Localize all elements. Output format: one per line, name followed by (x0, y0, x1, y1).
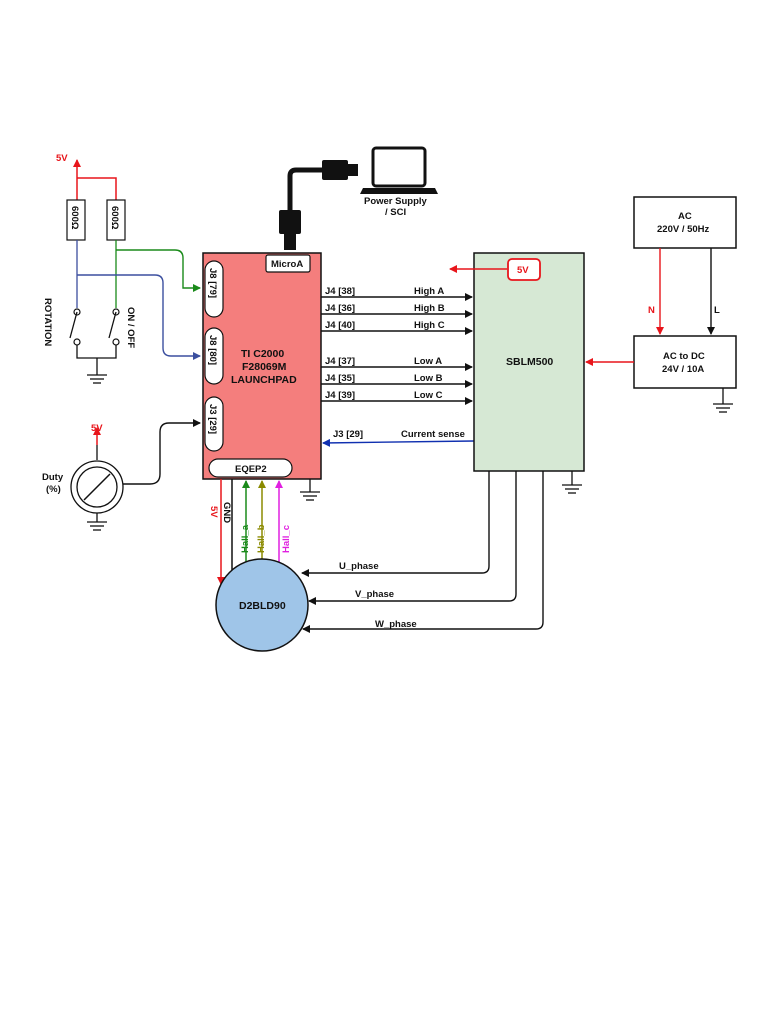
resistor-2-label: 600Ω (109, 206, 120, 230)
current-sense-wire (322, 438, 475, 447)
resistor-1: 600Ω (66, 199, 86, 241)
pin-j8-79-label: J8 [79] (207, 268, 218, 298)
switch-supply-bus (77, 177, 117, 200)
ac-dc-line1: AC to DC (663, 351, 705, 362)
gate-name-4: Low A (414, 356, 442, 367)
ac-source-line2: 220V / 50Hz (657, 224, 710, 235)
gate-name-5: Low B (414, 373, 443, 384)
pin-j3-29-label: J3 [29] (207, 404, 218, 434)
gate-name-1: High A (414, 286, 444, 297)
gate-pin-1: J4 [38] (325, 286, 355, 297)
pot-label-line1: Duty (42, 472, 64, 483)
eqep2-label: EQEP2 (235, 464, 267, 475)
sblm-supply: 5V (449, 258, 541, 281)
resistor-2: 600Ω (106, 199, 126, 241)
usb-cable-icon (279, 160, 358, 250)
v-phase-label: V_phase (355, 589, 394, 600)
switch-ground-icon (87, 374, 107, 384)
motor-wire-hall-b-label: Hall_b (256, 524, 267, 553)
mcu-title-line2: F28069M (242, 361, 287, 373)
motor-wire-gnd-label: GND (221, 502, 232, 523)
gate-pin-5: J4 [35] (325, 373, 355, 384)
gate-signal-lines (321, 293, 473, 405)
mcu-title-line1: TI C2000 (241, 348, 284, 360)
onoff-label: ON / OFF (125, 307, 136, 348)
ac-dc-converter: AC to DC 24V / 10A (633, 335, 737, 389)
switch-supply-group: 5V (56, 153, 117, 200)
pin-j8-80 (204, 327, 224, 385)
pot-supply-label: 5V (91, 423, 103, 434)
mcu-board: J8 [79] J8 [80] J3 [29] TI C2000 F28069M… (202, 252, 322, 480)
sblm-ground-icon (562, 484, 582, 494)
v-phase-wire (308, 471, 517, 605)
resistor-1-label: 600Ω (69, 206, 80, 230)
gate-name-3: High C (414, 320, 445, 331)
eqep2-port (208, 458, 293, 478)
ac-source-line1: AC (678, 211, 692, 222)
microa-label: MicroA (271, 259, 303, 270)
gate-pin-6: J4 [39] (325, 390, 355, 401)
sblm500-driver: SBLM500 (473, 252, 585, 472)
duty-pot[interactable]: 5V (70, 423, 124, 531)
w-phase-label: W_phase (375, 619, 417, 630)
switch-supply-label: 5V (56, 153, 68, 164)
laptop-label-line2: / SCI (385, 207, 406, 218)
u-phase-label: U_phase (339, 561, 379, 572)
gate-pin-2: J4 [36] (325, 303, 355, 314)
gate-pin-3: J4 [40] (325, 320, 355, 331)
motor-wire-hall-a-label: Hall_a (240, 524, 251, 553)
gate-pin-4: J4 [37] (325, 356, 355, 367)
rotation-label: ROTATION (42, 298, 53, 346)
current-sense-pin: J3 [29] (333, 429, 363, 440)
rotation-signal-wire (77, 274, 201, 360)
onoff-switch[interactable] (108, 308, 120, 346)
current-sense-name: Current sense (401, 429, 465, 440)
motor-wire-5v-label: 5V (208, 506, 219, 518)
ac-source: AC 220V / 50Hz (633, 196, 737, 249)
motor-d2bld90: D2BLD90 (215, 558, 309, 652)
rotation-switch[interactable] (69, 308, 81, 346)
u-phase-wire (301, 471, 490, 577)
motor-wire-hall-c-label: Hall_c (281, 525, 292, 553)
laptop-label-line1: Power Supply (364, 196, 428, 207)
line-label: L (714, 305, 720, 316)
pin-j8-80-label: J8 [80] (207, 335, 218, 365)
mcu-title-line3: LAUNCHPAD (231, 374, 297, 386)
neutral-label: N (648, 305, 655, 316)
pin-j8-79 (204, 260, 224, 318)
acdc-ground-icon (713, 403, 733, 413)
mcu-ground-icon (300, 491, 320, 501)
pot-signal-wire (123, 419, 201, 485)
pot-label-line2: (%) (46, 484, 61, 495)
sblm-supply-label: 5V (517, 265, 529, 276)
sblm-label: SBLM500 (506, 356, 553, 368)
pin-j3-29 (204, 396, 224, 452)
gate-name-2: High B (414, 303, 445, 314)
onoff-signal-wire (116, 249, 201, 292)
gate-name-6: Low C (414, 390, 443, 401)
ac-dc-line2: 24V / 10A (662, 364, 704, 375)
motor-label: D2BLD90 (239, 600, 286, 612)
laptop-icon (360, 146, 438, 194)
w-phase-wire (302, 471, 544, 633)
microa-port (265, 254, 311, 273)
